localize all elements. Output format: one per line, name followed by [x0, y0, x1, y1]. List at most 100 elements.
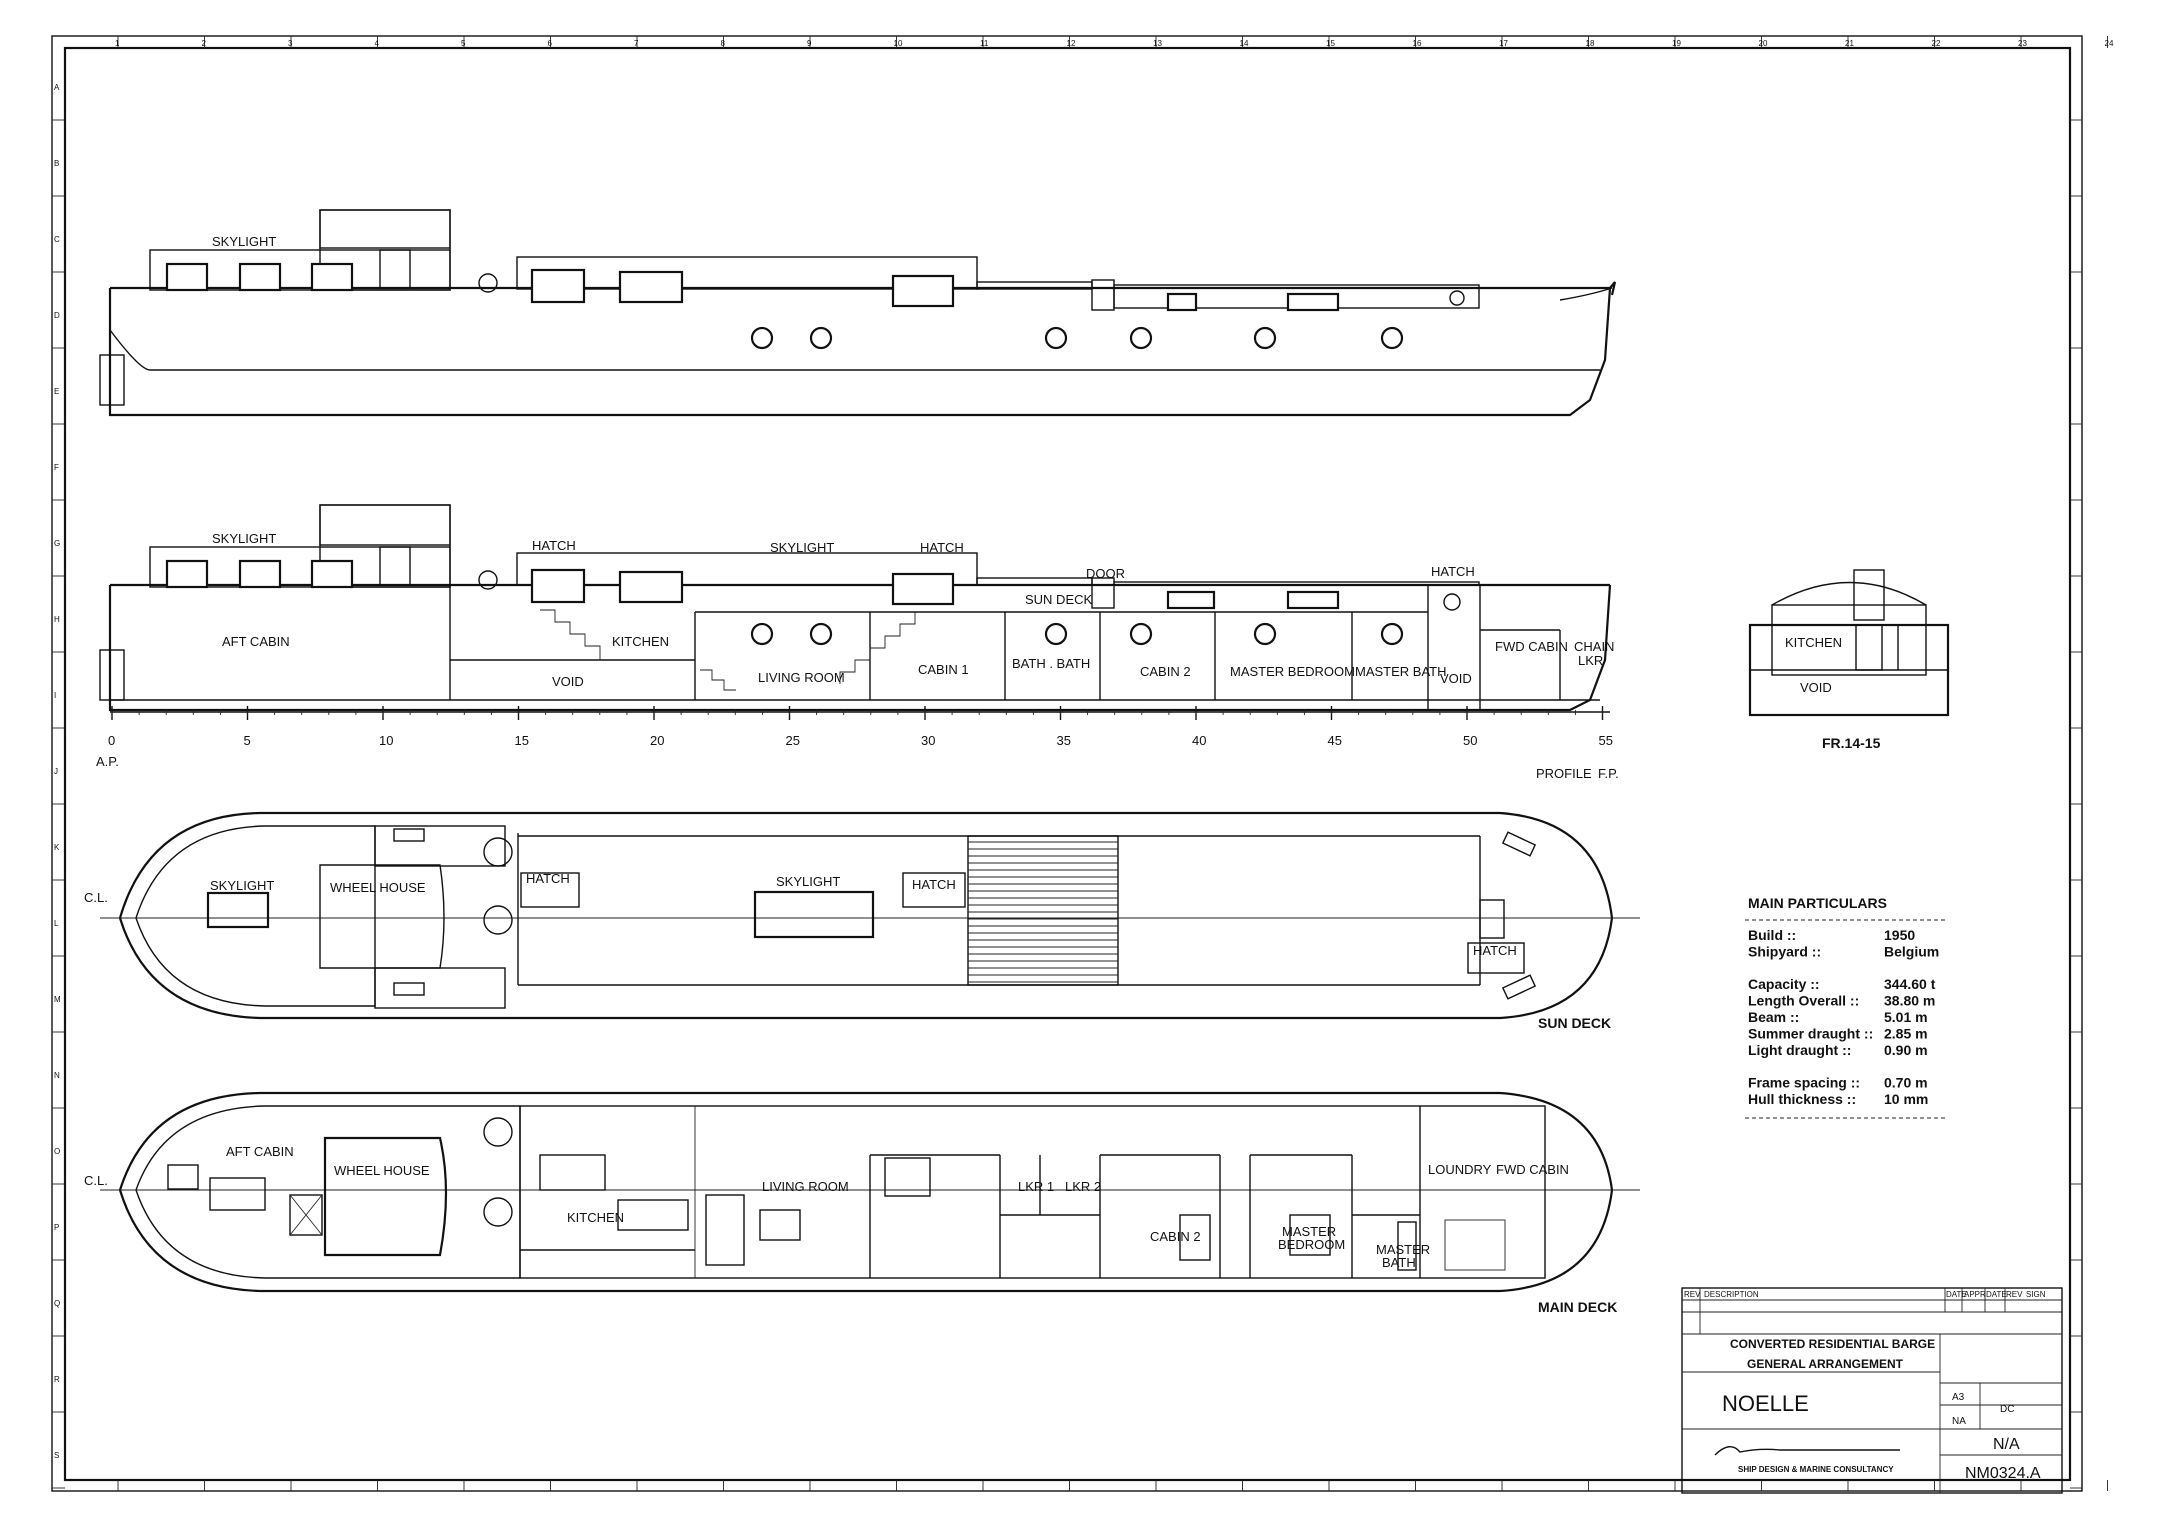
svg-text:MASTER: MASTER	[1376, 1242, 1430, 1257]
grid-ref-side: P	[54, 1223, 59, 1232]
window	[891, 572, 955, 606]
svg-text:C.L.: C.L.	[84, 1173, 108, 1188]
svg-text:MASTER BATH: MASTER BATH	[1355, 664, 1447, 679]
grid-ref-side: M	[54, 995, 61, 1004]
grid-ref-top: 12	[1067, 39, 1076, 48]
plant-icon	[483, 837, 513, 867]
scale-label: 25	[786, 733, 800, 748]
svg-text:BATH: BATH	[1382, 1255, 1416, 1270]
svg-text:MASTER: MASTER	[1282, 1224, 1336, 1239]
particular-value: 0.90 m	[1884, 1042, 1928, 1058]
hull-profile-top	[108, 287, 1612, 417]
porthole	[750, 326, 774, 350]
particular-value: 344.60 t	[1884, 976, 1936, 992]
particular-value: 2.85 m	[1884, 1026, 1928, 1042]
svg-text:HATCH: HATCH	[912, 877, 956, 892]
particular-key: Length Overall ::	[1748, 993, 1859, 1009]
grid-ref-top: 23	[2018, 39, 2027, 48]
particular-value: 5.01 m	[1884, 1009, 1928, 1025]
svg-text:HATCH: HATCH	[526, 871, 570, 886]
svg-text:LIVING ROOM: LIVING ROOM	[762, 1179, 849, 1194]
svg-text:CABIN 2: CABIN 2	[1140, 664, 1191, 679]
grid-ref-top: 4	[375, 39, 380, 48]
grid-ref-top: 17	[1499, 39, 1508, 48]
hatch-1	[520, 872, 580, 908]
main-deck-title: MAIN DECK	[1538, 1299, 1617, 1315]
inner-border	[63, 46, 2072, 1482]
scale-label: 35	[1057, 733, 1071, 748]
drawing-number: NM0324.A	[1965, 1465, 2041, 1482]
particular-value: Belgium	[1884, 944, 1939, 960]
svg-text:LKR 1: LKR 1	[1018, 1179, 1054, 1194]
window	[165, 262, 209, 292]
particular-value: 38.80 m	[1884, 993, 1935, 1009]
particular-key: Build ::	[1748, 927, 1796, 943]
svg-text:HATCH: HATCH	[532, 538, 576, 553]
grid-ref-top: 2	[202, 39, 207, 48]
porthole	[1129, 622, 1153, 646]
company-signature-logo	[1714, 1446, 1900, 1456]
svg-text:A.P.: A.P.	[96, 754, 119, 769]
grid-ref-side: A	[54, 83, 60, 92]
svg-text:A3: A3	[1952, 1392, 1965, 1403]
grid-ref-side: S	[54, 1451, 59, 1460]
svg-text:VOID: VOID	[1440, 671, 1472, 686]
window	[618, 270, 684, 304]
porthole	[1044, 622, 1068, 646]
window	[1286, 590, 1340, 610]
grid-ref-top: 13	[1153, 39, 1162, 48]
grid-ref-top: 19	[1672, 39, 1681, 48]
rudder	[99, 354, 125, 406]
window	[1286, 292, 1340, 312]
svg-text:REV: REV	[2006, 1290, 2023, 1299]
svg-text:NA: NA	[1952, 1416, 1966, 1427]
svg-text:REV: REV	[1684, 1290, 1701, 1299]
svg-text:DC: DC	[2000, 1404, 2014, 1415]
svg-text:KITCHEN: KITCHEN	[567, 1210, 624, 1225]
scale-label: 50	[1463, 733, 1477, 748]
svg-text:SKYLIGHT: SKYLIGHT	[770, 540, 834, 555]
exterior-profile-view: SKYLIGHT	[99, 209, 1617, 417]
svg-text:MASTER BEDROOM: MASTER BEDROOM	[1230, 664, 1355, 679]
svg-text:GENERAL ARRANGEMENT: GENERAL ARRANGEMENT	[1747, 1357, 1904, 1371]
scale-label: 30	[921, 733, 935, 748]
frame-section-view: KITCHEN VOID FR.14-15	[1748, 569, 1950, 751]
grid-ref-side: G	[54, 539, 60, 548]
svg-text:SKYLIGHT: SKYLIGHT	[212, 531, 276, 546]
svg-text:F.P.: F.P.	[1598, 766, 1619, 781]
grid-ref-top: 15	[1326, 39, 1335, 48]
scale-label: 20	[650, 733, 664, 748]
particular-key: Light draught ::	[1748, 1042, 1851, 1058]
stairs	[839, 612, 916, 684]
scale-label: 40	[1192, 733, 1206, 748]
grid-ref-side: F	[54, 463, 59, 472]
svg-text:SIGN: SIGN	[2026, 1290, 2046, 1299]
project-name: NOELLE	[1722, 1391, 1809, 1416]
svg-text:DATE: DATE	[1946, 1290, 1967, 1299]
svg-text:VOID: VOID	[1800, 680, 1832, 695]
title-block: REV DESCRIPTION DATE APPR DATE REV SIGN …	[1681, 1287, 2063, 1494]
deckhouse	[516, 256, 978, 290]
svg-text:APPR: APPR	[1964, 1290, 1986, 1299]
svg-text:C.L.: C.L.	[84, 890, 108, 905]
section-title: FR.14-15	[1822, 735, 1881, 751]
grid-ref-side: D	[54, 311, 60, 320]
window	[1166, 590, 1216, 610]
grid-ref-side: I	[54, 691, 56, 700]
window	[530, 268, 586, 304]
particular-key: Hull thickness ::	[1748, 1091, 1856, 1107]
scale-label: 0	[108, 733, 115, 748]
grid-ref-top: 20	[1759, 39, 1768, 48]
porthole	[809, 622, 833, 646]
window	[310, 559, 354, 589]
svg-text:HATCH: HATCH	[920, 540, 964, 555]
scale-label: 15	[515, 733, 529, 748]
svg-text:LOUNDRY: LOUNDRY	[1428, 1162, 1492, 1177]
grid-ref-top: 5	[461, 39, 466, 48]
outer-border	[51, 35, 2083, 1492]
svg-text:BEDROOM: BEDROOM	[1278, 1237, 1345, 1252]
sun-deck-planking	[967, 835, 1119, 986]
grid-ref-top: 14	[1240, 39, 1249, 48]
grid-ref-side: C	[54, 235, 60, 244]
